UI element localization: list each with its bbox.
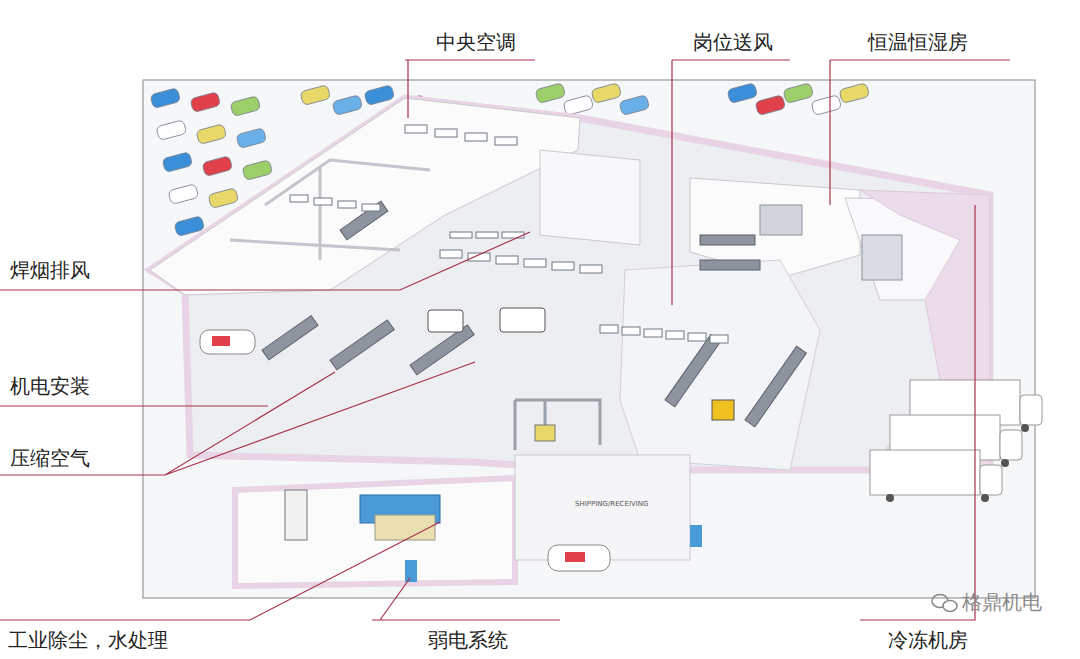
dust-collector [285,490,307,540]
callout-label: 岗位送风 [693,30,773,54]
rack [700,260,760,270]
forklifts [428,308,734,420]
water-tank [375,515,435,540]
callout-label: 机电安装 [10,374,90,398]
annex-wall [235,478,515,586]
callout-label: 弱电系统 [428,628,508,652]
desk [644,329,662,337]
car [242,160,273,181]
desk [622,327,640,335]
desk [600,325,618,333]
car [300,85,331,106]
rack [745,346,806,427]
car [811,95,842,116]
warehouse-zone [620,260,820,470]
car [156,120,187,141]
office-block [150,98,580,295]
car [162,152,193,173]
desk [688,333,706,341]
workshop-room [540,150,640,245]
desk [314,198,332,205]
building-sign: SHIPPING/RECEIVING [575,500,648,509]
car [236,128,267,149]
robot-cell [862,235,902,280]
car [548,545,610,571]
callout-label: 压缩空气 [10,446,90,470]
callout-label: 焊烟排风 [10,258,90,282]
car [230,96,261,117]
desk [465,133,487,141]
rack [262,316,318,360]
car [202,156,233,177]
receiving-door [690,525,702,547]
leader-lines [0,60,1010,620]
trucks [870,380,1042,502]
callout-label: 冷冻机房 [888,628,968,652]
car [839,83,870,104]
car [190,92,221,113]
callout-label: 工业除尘，水处理 [8,628,168,652]
desk [580,265,602,273]
callout-label: 恒温恒湿房 [868,30,968,54]
car [200,330,255,354]
car [208,188,239,209]
outer-wall [150,98,990,470]
car [619,95,650,116]
desk [476,232,498,238]
utility-annex [235,478,515,586]
car [563,95,594,116]
rack [330,320,394,370]
rack [665,334,721,406]
car [535,83,566,104]
desk [552,262,574,270]
receiving-building [515,455,690,560]
watermark: 格鼎机电 [962,590,1042,614]
car [364,85,395,106]
desk [524,259,546,267]
car [196,124,227,145]
car [591,83,622,104]
storage-racks [262,201,806,427]
car [150,88,181,109]
rack [700,235,755,245]
callout-label: 中央空调 [436,30,516,54]
frame [143,80,1035,598]
car [783,83,814,104]
desk [440,250,462,258]
climate-unit [760,205,802,235]
work-desks [290,125,728,343]
car [727,83,758,104]
wechat-icon [932,595,957,612]
desk [495,137,517,145]
desk [405,125,427,133]
truck [870,450,1002,502]
office-walls [230,160,430,260]
desk [290,195,308,202]
factory-floor [150,98,990,470]
desk [710,335,728,343]
desk [362,204,380,211]
desk [502,232,524,238]
desk [435,129,457,137]
car [168,184,199,205]
desk [338,201,356,208]
gantry [515,400,600,450]
machine [535,425,555,441]
car [332,95,363,116]
desk [666,331,684,339]
car [755,95,786,116]
desk [450,232,472,238]
panel-door [405,560,417,582]
desk [496,256,518,264]
